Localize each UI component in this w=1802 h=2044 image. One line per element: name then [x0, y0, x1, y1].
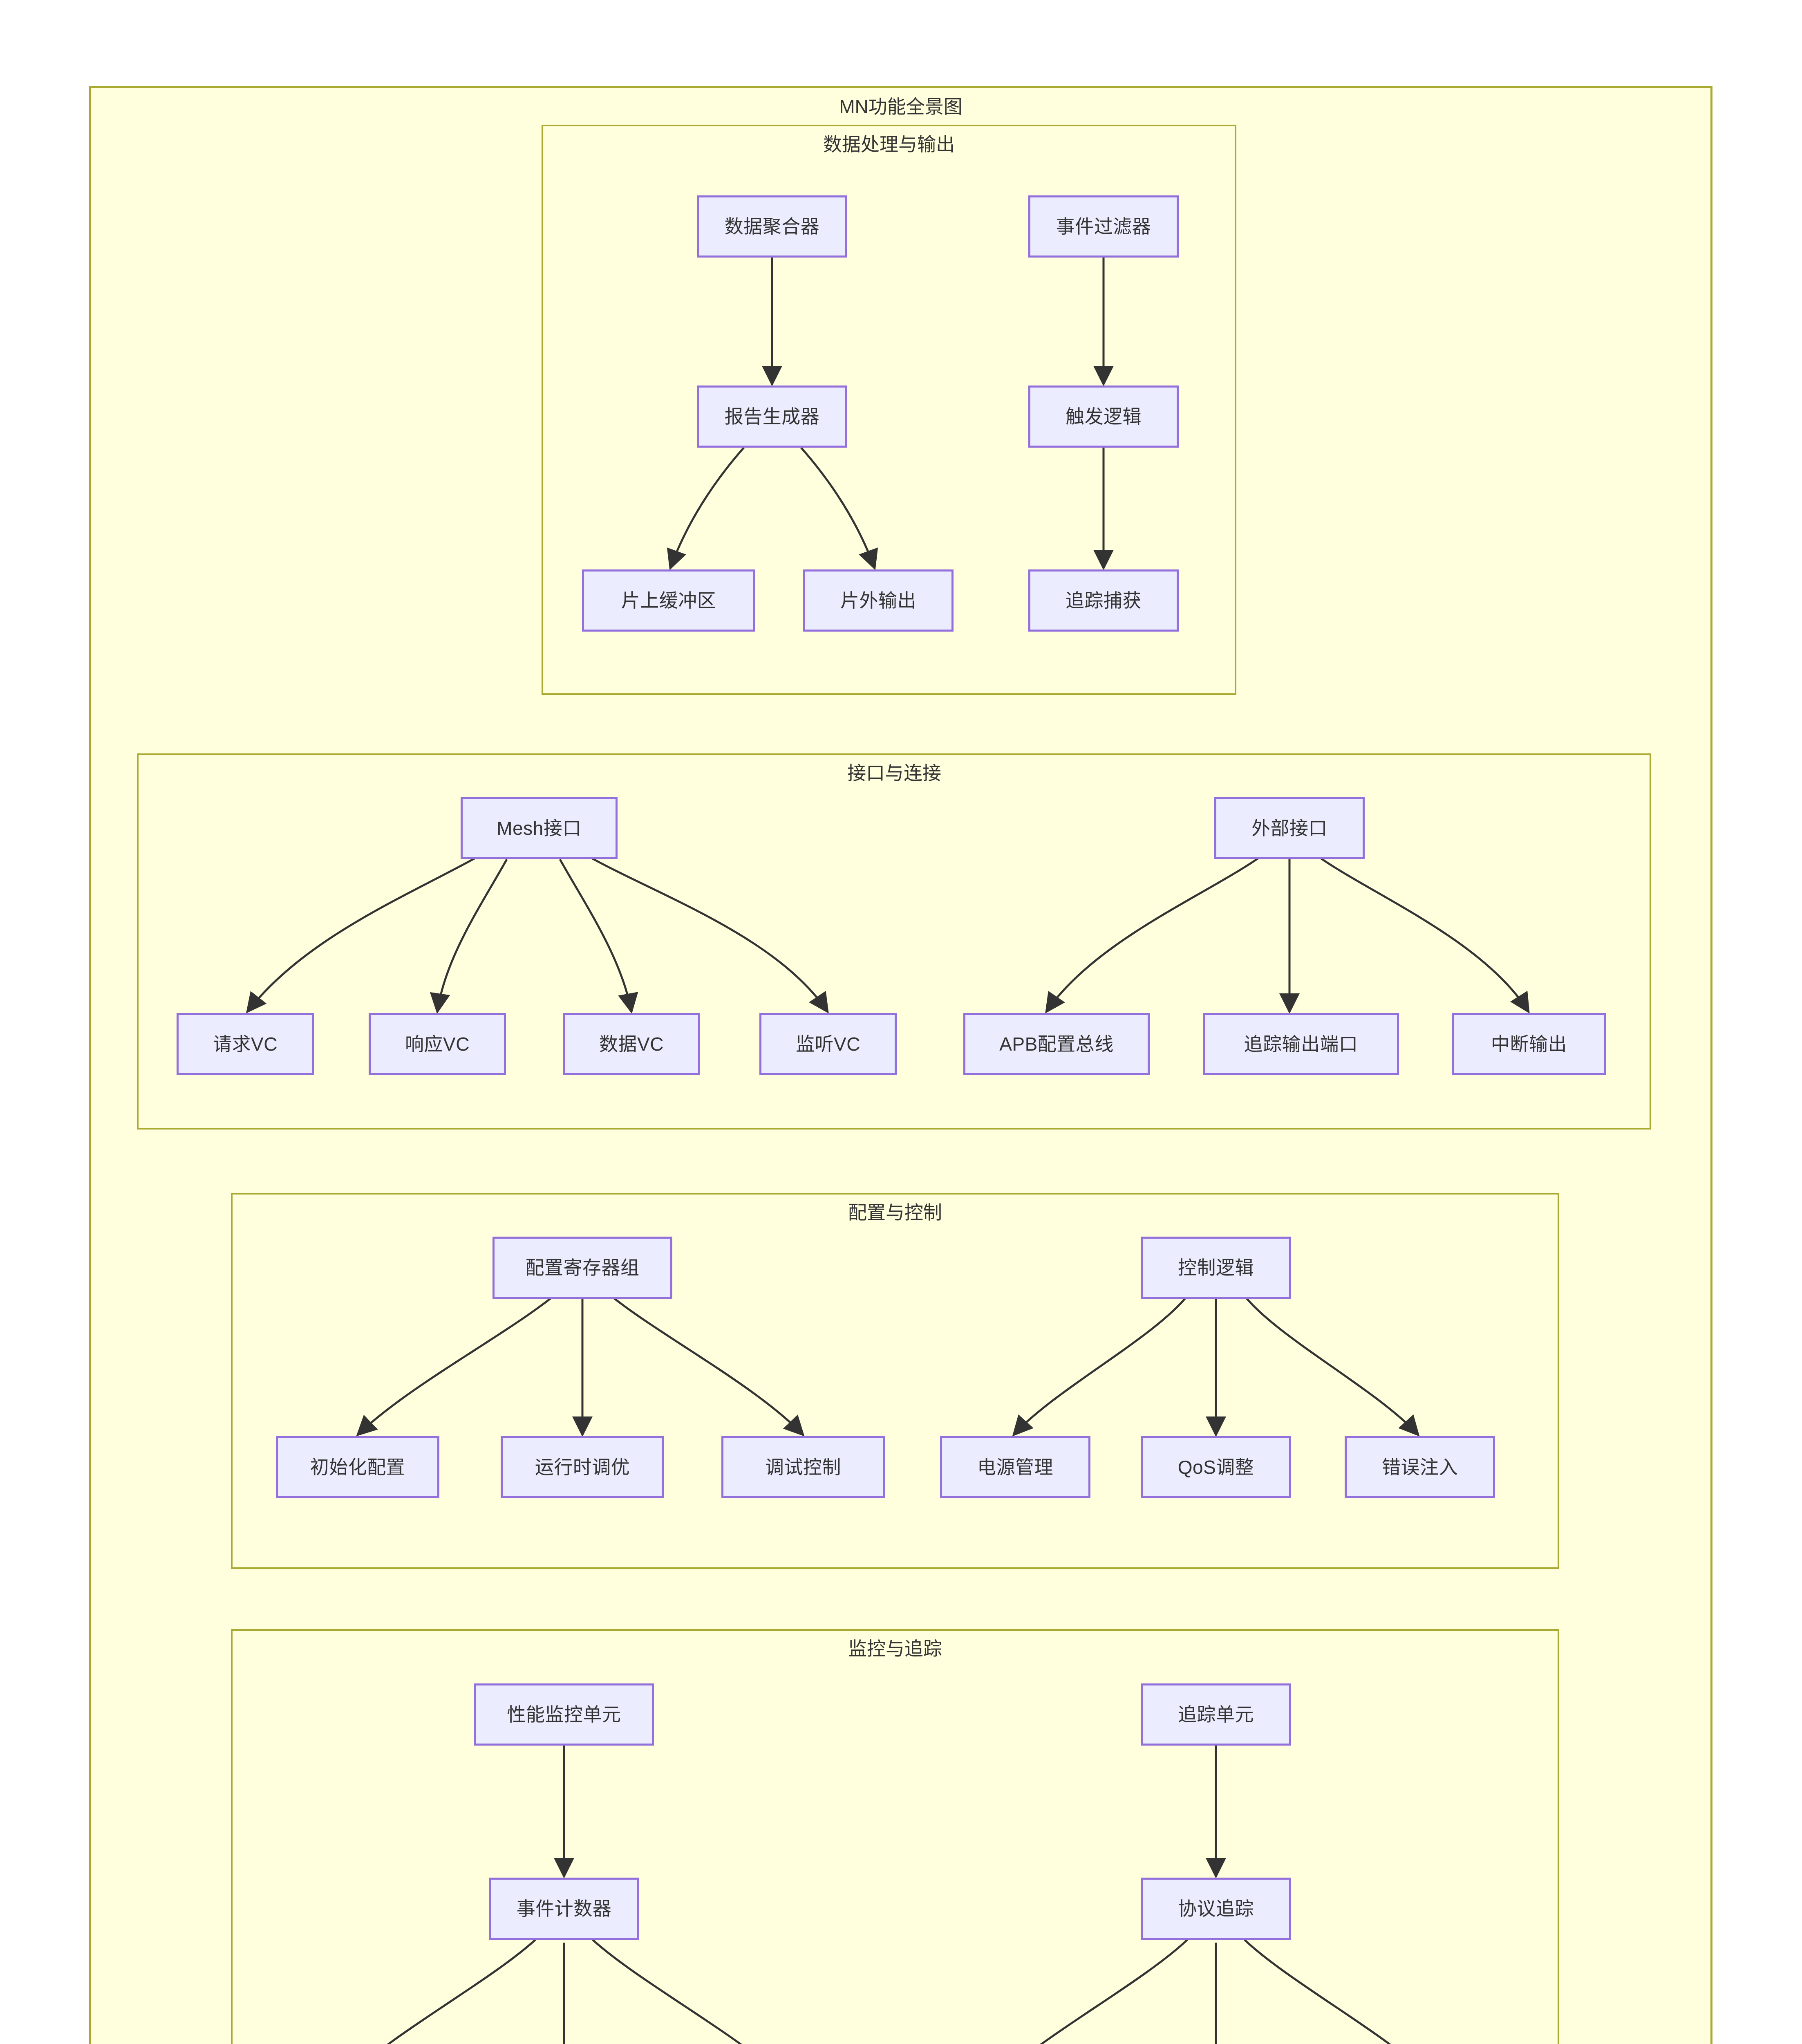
node-config-register-bank[interactable]: 配置寄存器组: [492, 1237, 672, 1299]
node-external-interface[interactable]: 外部接口: [1214, 797, 1365, 859]
node-performance-monitor-unit[interactable]: 性能监控单元: [474, 1683, 654, 1746]
node-report-generator[interactable]: 报告生成器: [697, 385, 847, 448]
node-apb-config-bus[interactable]: APB配置总线: [963, 1013, 1150, 1075]
node-snoop-vc[interactable]: 监听VC: [759, 1013, 897, 1075]
cluster-title-interface: 接口与连接: [847, 762, 941, 784]
node-error-injection[interactable]: 错误注入: [1345, 1436, 1495, 1498]
node-power-management[interactable]: 电源管理: [940, 1436, 1090, 1498]
node-control-logic[interactable]: 控制逻辑: [1141, 1237, 1291, 1299]
node-qos-adjustment[interactable]: QoS调整: [1141, 1436, 1291, 1498]
cluster-title-data-processing: 数据处理与输出: [823, 134, 955, 155]
node-trace-output-port[interactable]: 追踪输出端口: [1203, 1013, 1399, 1075]
cluster-title-monitor-trace: 监控与追踪: [848, 1638, 942, 1659]
node-runtime-tuning[interactable]: 运行时调优: [501, 1436, 664, 1498]
node-event-filter[interactable]: 事件过滤器: [1028, 195, 1179, 258]
node-interrupt-output[interactable]: 中断输出: [1452, 1013, 1606, 1075]
node-protocol-trace[interactable]: 协议追踪: [1141, 1878, 1291, 1940]
node-trigger-logic[interactable]: 触发逻辑: [1028, 385, 1179, 448]
node-off-chip-output[interactable]: 片外输出: [803, 569, 954, 632]
node-request-vc[interactable]: 请求VC: [177, 1013, 314, 1075]
node-response-vc[interactable]: 响应VC: [369, 1013, 506, 1075]
node-mesh-interface[interactable]: Mesh接口: [461, 797, 618, 859]
node-data-vc[interactable]: 数据VC: [563, 1013, 700, 1075]
node-trace-unit[interactable]: 追踪单元: [1141, 1683, 1291, 1746]
cluster-monitor-trace: [231, 1629, 1559, 2044]
cluster-title-config-control: 配置与控制: [848, 1202, 942, 1223]
diagram-title: MN功能全景图: [839, 96, 963, 117]
node-debug-control[interactable]: 调试控制: [721, 1436, 885, 1498]
node-data-aggregator[interactable]: 数据聚合器: [697, 195, 847, 258]
node-event-counter[interactable]: 事件计数器: [489, 1878, 639, 1940]
node-trace-capture[interactable]: 追踪捕获: [1028, 569, 1179, 632]
node-init-config[interactable]: 初始化配置: [276, 1436, 439, 1498]
cluster-config-control: [231, 1193, 1559, 1569]
node-on-chip-buffer[interactable]: 片上缓冲区: [582, 569, 755, 632]
